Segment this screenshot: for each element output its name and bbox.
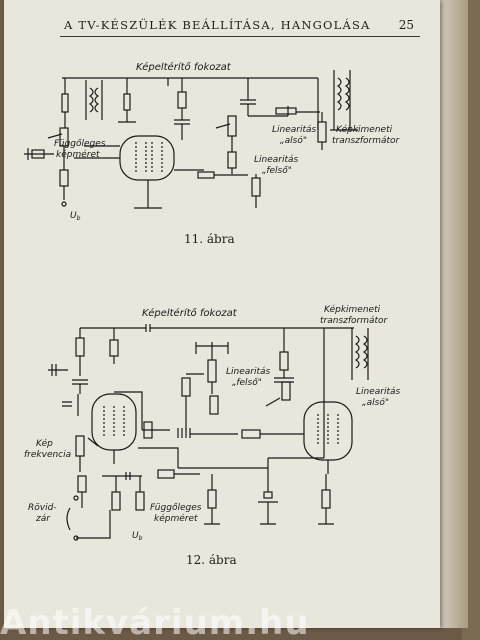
book-page: A TV-KÉSZÜLÉK BEÁLLÍTÁSA, HANGOLÁSA 25 bbox=[4, 0, 440, 628]
fig2-ub-main: U bbox=[132, 531, 139, 541]
fig2-label-kepelteritio: Képeltérítő fokozat bbox=[142, 307, 238, 319]
fig1-ub-sub: b bbox=[77, 215, 81, 222]
page-number: 25 bbox=[398, 18, 414, 32]
watermark: Antikvárium.hu bbox=[0, 606, 310, 640]
fig1-label-fuggoleges-1: Függőleges bbox=[54, 139, 106, 149]
fig1-label-ub: Ub bbox=[70, 211, 81, 222]
fig1-label-linearitas-felso-2: „felső" bbox=[262, 166, 292, 176]
fig1-label-fuggoleges-2: képméret bbox=[56, 149, 100, 160]
fig2-label-fuggoleges-1: Függőleges bbox=[150, 503, 202, 513]
fig2-label-kepkimeneti-2: transzformátor bbox=[320, 316, 389, 326]
fig2-label-linearitas-felso-1: Linearitás bbox=[226, 367, 271, 377]
fig1-label-kepelteritio: Képeltérítő fokozat bbox=[136, 61, 232, 73]
circuit-diagram-11: Képeltérítő fokozat Függőleges képméret … bbox=[24, 61, 401, 222]
fig2-label-kepkimeneti-1: Képkimeneti bbox=[324, 304, 381, 315]
page-header: A TV-KÉSZÜLÉK BEÁLLÍTÁSA, HANGOLÁSA 25 bbox=[60, 18, 420, 37]
fig2-label-rovidzar-2: zár bbox=[35, 514, 51, 524]
fig1-label-kepkimeneti-1: Képkimeneti bbox=[336, 124, 393, 135]
fig2-label-kep-2: frekvencia bbox=[24, 450, 71, 460]
book-page-edges bbox=[438, 0, 468, 628]
fig2-label-linearitas-felso-2: „felső" bbox=[232, 378, 262, 388]
figure-12-caption: 12. ábra bbox=[186, 553, 237, 567]
fig2-ub-sub: b bbox=[139, 535, 143, 542]
header-rule bbox=[60, 36, 420, 37]
fig2-label-kep-1: Kép bbox=[36, 438, 53, 449]
fig1-label-linearitas-also-2: „alsó" bbox=[280, 135, 307, 146]
figure-11-caption: 11. ábra bbox=[184, 232, 235, 246]
fig2-label-linearitas-also-2: „alsó" bbox=[362, 397, 389, 408]
fig2-label-linearitas-also-1: Linearitás bbox=[356, 387, 401, 397]
fig1-label-kepkimeneti-2: transzformátor bbox=[332, 136, 401, 146]
fig2-label-ub: Ub bbox=[132, 531, 143, 542]
fig1-ub-main: U bbox=[70, 211, 77, 221]
fig2-label-rovidzar-1: Rövid- bbox=[28, 503, 57, 513]
fig2-label-fuggoleges-2: képméret bbox=[154, 513, 198, 524]
fig1-label-linearitas-also-1: Linearitás bbox=[272, 125, 317, 135]
running-title: A TV-KÉSZÜLÉK BEÁLLÍTÁSA, HANGOLÁSA bbox=[64, 18, 371, 32]
fig1-label-linearitas-felso-1: Linearitás bbox=[254, 155, 299, 165]
circuit-diagram-12: Képeltérítő fokozat Képkimeneti transzfo… bbox=[24, 304, 401, 542]
